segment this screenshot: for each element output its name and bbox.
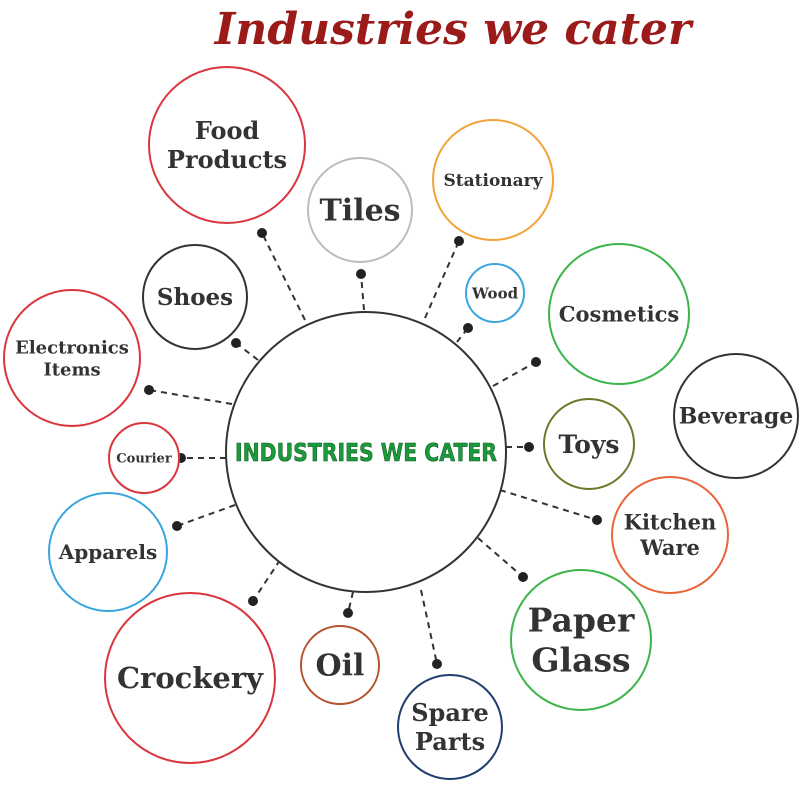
connector-electronics-items bbox=[148, 389, 233, 405]
bubble-apparels: Apparels bbox=[48, 492, 168, 612]
bubble-circle-wood bbox=[465, 263, 525, 323]
connector-dot-paper-glass bbox=[518, 572, 528, 582]
bubble-label-food-products: Products bbox=[167, 145, 287, 174]
bubble-circle-stationary bbox=[432, 119, 554, 241]
bubble-courier: Courier bbox=[108, 422, 180, 494]
bubble-cosmetics: Cosmetics bbox=[548, 243, 690, 385]
bubble-label-wood: Wood bbox=[471, 284, 519, 302]
bubble-stationary: Stationary bbox=[432, 119, 554, 241]
bubble-label-kitchen-ware: Kitchen bbox=[624, 510, 717, 535]
bubble-circle-paper-glass bbox=[510, 569, 652, 711]
bubble-label-food-products: Food bbox=[195, 116, 260, 145]
bubble-circle-spare-parts bbox=[397, 674, 503, 780]
connector-dot-kitchen-ware bbox=[592, 515, 602, 525]
connector-dot-wood bbox=[463, 323, 473, 333]
bubble-wood: Wood bbox=[465, 263, 525, 323]
hub-circle bbox=[225, 311, 507, 593]
connector-spare-parts bbox=[420, 589, 438, 665]
bubble-label-cosmetics: Cosmetics bbox=[559, 301, 679, 326]
bubble-circle-kitchen-ware bbox=[611, 476, 729, 594]
hub-label: INDUSTRIES WE CATER bbox=[235, 438, 497, 467]
bubble-label-toys: Toys bbox=[558, 430, 619, 459]
connector-dot-food-products bbox=[257, 228, 267, 238]
bubble-label-paper-glass: Paper bbox=[528, 600, 635, 639]
bubble-label-paper-glass: Glass bbox=[531, 641, 630, 680]
connector-dot-toys bbox=[524, 442, 534, 452]
bubble-label-spare-parts: Spare bbox=[411, 698, 489, 727]
connector-stationary bbox=[424, 240, 460, 319]
connector-dot-tiles bbox=[356, 269, 366, 279]
bubble-label-electronics-items: Items bbox=[43, 359, 100, 380]
connector-paper-glass bbox=[477, 537, 524, 578]
bubble-label-apparels: Apparels bbox=[58, 540, 158, 564]
bubble-circle-oil bbox=[300, 625, 380, 705]
connector-dot-crockery bbox=[248, 596, 258, 606]
bubble-circle-electronics-items bbox=[3, 289, 141, 427]
connector-crockery bbox=[252, 559, 281, 602]
page-title: Industries we cater bbox=[214, 4, 692, 55]
connector-food-products bbox=[261, 232, 306, 321]
connector-dot-stationary bbox=[454, 236, 464, 246]
bubble-circle-tiles bbox=[307, 157, 413, 263]
connector-dot-electronics-items bbox=[144, 385, 154, 395]
bubble-circle-toys bbox=[543, 398, 635, 490]
connector-apparels bbox=[176, 504, 236, 527]
connector-tiles bbox=[360, 273, 365, 311]
bubble-circle-shoes bbox=[142, 244, 248, 350]
bubble-circle-food-products bbox=[148, 66, 306, 224]
connector-kitchen-ware bbox=[499, 489, 598, 521]
bubble-label-electronics-items: Electronics bbox=[15, 337, 129, 358]
bubble-oil: Oil bbox=[300, 625, 380, 705]
bubble-circle-crockery bbox=[104, 592, 276, 764]
bubble-tiles: Tiles bbox=[307, 157, 413, 263]
bubble-label-spare-parts: Parts bbox=[415, 727, 485, 756]
connector-dot-shoes bbox=[231, 338, 241, 348]
bubble-toys: Toys bbox=[543, 398, 635, 490]
bubble-label-shoes: Shoes bbox=[157, 284, 233, 311]
connector-cosmetics bbox=[492, 361, 537, 387]
connector-oil bbox=[347, 591, 354, 614]
bubble-label-beverage: Beverage bbox=[679, 404, 794, 430]
bubble-shoes: Shoes bbox=[142, 244, 248, 350]
bubble-beverage: Beverage bbox=[673, 353, 799, 479]
bubble-label-tiles: Tiles bbox=[319, 194, 400, 229]
connector-dot-apparels bbox=[172, 521, 182, 531]
bubble-label-kitchen-ware: Ware bbox=[639, 535, 700, 560]
bubble-crockery: Crockery bbox=[104, 592, 276, 764]
bubble-label-oil: Oil bbox=[316, 649, 365, 684]
connector-dot-spare-parts bbox=[432, 659, 442, 669]
bubble-label-crockery: Crockery bbox=[117, 661, 264, 695]
bubble-circle-beverage bbox=[673, 353, 799, 479]
bubble-circle-courier bbox=[108, 422, 180, 494]
bubble-label-stationary: Stationary bbox=[443, 171, 543, 191]
connector-dot-cosmetics bbox=[531, 357, 541, 367]
bubble-label-courier: Courier bbox=[116, 452, 172, 467]
bubble-circle-cosmetics bbox=[548, 243, 690, 385]
bubble-circle-apparels bbox=[48, 492, 168, 612]
connector-dot-oil bbox=[343, 608, 353, 618]
